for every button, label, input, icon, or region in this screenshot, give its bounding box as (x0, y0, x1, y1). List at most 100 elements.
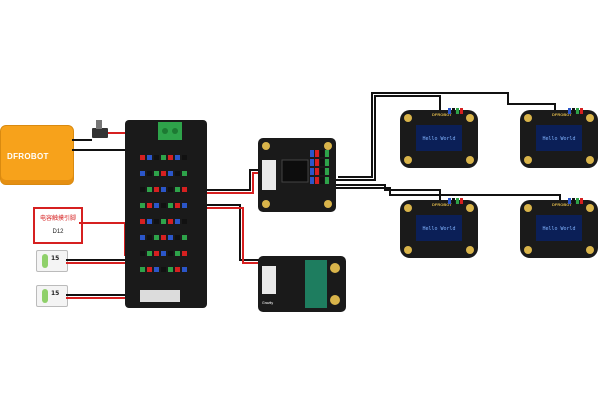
header-pin (147, 203, 152, 208)
mount-hole (524, 156, 532, 164)
oled-pin (456, 198, 459, 204)
wire (338, 92, 556, 178)
header-pin (168, 203, 173, 208)
header-pin (182, 267, 187, 272)
mount-hole (524, 204, 532, 212)
hub-pin (320, 159, 324, 166)
header-pin (182, 155, 187, 160)
gravity-label: Gravity (262, 301, 273, 305)
oled-brand: DFROBOT (432, 112, 452, 117)
header-pin (161, 171, 166, 176)
capacitive-pin-label: 电容触摸引脚 D12 (33, 207, 83, 244)
oled-pin (572, 198, 575, 204)
header-pin (175, 187, 180, 192)
header-pin (154, 203, 159, 208)
oled-text: Hello World (422, 226, 455, 232)
header-pin (168, 267, 173, 272)
oled-pin (448, 108, 451, 114)
hub-pin (320, 177, 324, 184)
header-pin (147, 235, 152, 240)
header-pin (147, 187, 152, 192)
hub-pin (320, 168, 324, 175)
mount-hole (524, 114, 532, 122)
header-pin (147, 219, 152, 224)
oled-pin (452, 198, 455, 204)
header-pin (154, 235, 159, 240)
header-pin (161, 267, 166, 272)
header-pin (168, 219, 173, 224)
header-pin (175, 235, 180, 240)
header-pins (140, 155, 187, 272)
header-pin (182, 187, 187, 192)
header-pin (168, 171, 173, 176)
oled-pin (448, 198, 451, 204)
oled-pin (580, 108, 583, 114)
header-pin (182, 203, 187, 208)
header-pin (140, 219, 145, 224)
hub-pin (310, 168, 314, 175)
mount-hole (404, 204, 412, 212)
sensor-number: 15 (51, 255, 60, 262)
header-pin (168, 235, 173, 240)
oled-pin (460, 198, 463, 204)
hub-pin (320, 150, 324, 157)
oled-text: Hello World (422, 136, 455, 142)
mount-hole (404, 156, 412, 164)
battery-brand: DFROBOT (7, 152, 49, 161)
oled-brand: DFROBOT (432, 202, 452, 207)
mount-hole (586, 114, 594, 122)
hub-pin (310, 159, 314, 166)
mount-hole (466, 114, 474, 122)
oled-pin (452, 108, 455, 114)
wire (335, 95, 441, 181)
oled-screen (536, 215, 582, 241)
header-pin (161, 235, 166, 240)
header-pin (182, 235, 187, 240)
oled-screen (416, 125, 462, 151)
hub-pin (315, 159, 319, 166)
mount-hole (466, 204, 474, 212)
touch-pad (42, 254, 48, 268)
header-pin (140, 155, 145, 160)
touch-pad (42, 289, 48, 303)
sensor-number: 15 (51, 290, 60, 297)
hub-pin (325, 159, 329, 166)
oled-pin (576, 108, 579, 114)
oled-pin (460, 108, 463, 114)
header-pin (182, 171, 187, 176)
header-pin (175, 219, 180, 224)
wire (335, 184, 441, 200)
header-pin (161, 187, 166, 192)
header-pin (154, 155, 159, 160)
header-pin (161, 219, 166, 224)
oled-brand: DFROBOT (552, 112, 572, 117)
hub-header-pins (310, 150, 329, 184)
header-pin (175, 155, 180, 160)
wire (335, 187, 561, 200)
header-pin (168, 187, 173, 192)
mount-hole (524, 246, 532, 254)
header-pin (161, 155, 166, 160)
oled-pin (456, 108, 459, 114)
header-pin (140, 187, 145, 192)
oled-pin (580, 198, 583, 204)
oled-pin (568, 108, 571, 114)
mount-hole (586, 246, 594, 254)
power-switch-icon (92, 120, 108, 138)
header-pin (147, 251, 152, 256)
header-pin (154, 171, 159, 176)
header-pin (182, 219, 187, 224)
oled-pin (572, 108, 575, 114)
hub-pin (315, 177, 319, 184)
header-pin (147, 155, 152, 160)
oled-display: Hello World DFROBOT (400, 198, 478, 258)
header-pin (140, 171, 145, 176)
header-pin (175, 251, 180, 256)
header-pin (140, 235, 145, 240)
hub-pin (310, 150, 314, 157)
hub-pin (325, 177, 329, 184)
